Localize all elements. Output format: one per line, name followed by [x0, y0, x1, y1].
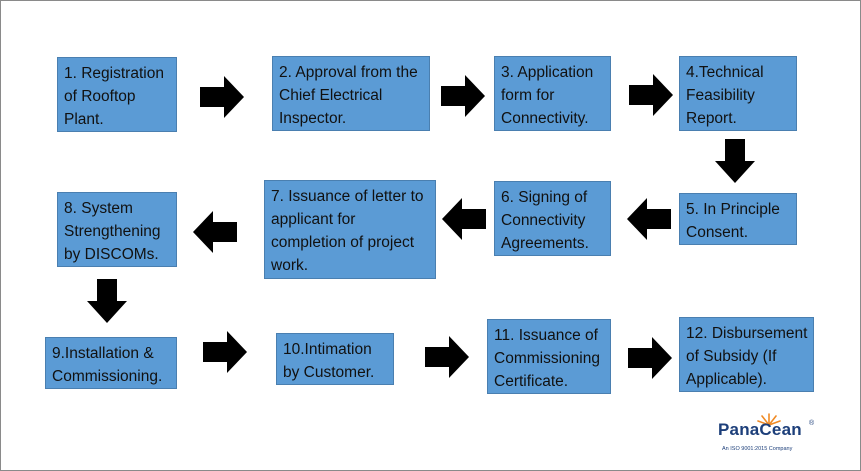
arrow-right-11-12 — [628, 337, 672, 379]
step-6-box: 6. Signing of Connectivity Agreements. — [494, 181, 611, 256]
arrow-right-3-4 — [629, 74, 673, 116]
arrow-down-8-9 — [87, 279, 127, 323]
step-11-box: 11. Issuance of Commissioning Certificat… — [487, 319, 611, 394]
arrow-down-4-5 — [715, 139, 755, 183]
step-2-box: 2. Approval from the Chief Electrical In… — [272, 56, 430, 131]
arrow-right-2-3 — [441, 75, 485, 117]
step-4-box: 4.Technical Feasibility Report. — [679, 56, 797, 131]
logo-wordmark: PanaCean — [718, 420, 802, 439]
logo-registered-mark: ® — [809, 420, 815, 427]
step-3-box: 3. Application form for Connectivity. — [494, 56, 611, 131]
step-5-box: 5. In Principle Consent. — [679, 193, 797, 245]
step-9-box: 9.Installation & Commissioning. — [45, 337, 177, 389]
step-7-box: 7. Issuance of letter to applicant for c… — [264, 180, 436, 279]
logo-tagline: An ISO 9001:2015 Company — [722, 446, 793, 452]
arrow-right-1-2 — [200, 76, 244, 118]
arrow-left-7-8 — [193, 211, 237, 253]
arrow-right-10-11 — [425, 336, 469, 378]
step-10-box: 10.Intimation by Customer. — [276, 333, 394, 385]
step-8-box: 8. System Strengthening by DISCOMs. — [57, 192, 177, 267]
panacean-logo: PanaCean ® An ISO 9001:2015 Company — [718, 412, 828, 462]
arrow-left-6-7 — [442, 198, 486, 240]
arrow-right-9-10 — [203, 331, 247, 373]
step-1-box: 1. Registration of Rooftop Plant. — [57, 57, 177, 132]
sun-icon — [757, 413, 781, 426]
step-12-box: 12. Disbursement of Subsidy (If Applicab… — [679, 317, 814, 392]
arrow-left-5-6 — [627, 198, 671, 240]
